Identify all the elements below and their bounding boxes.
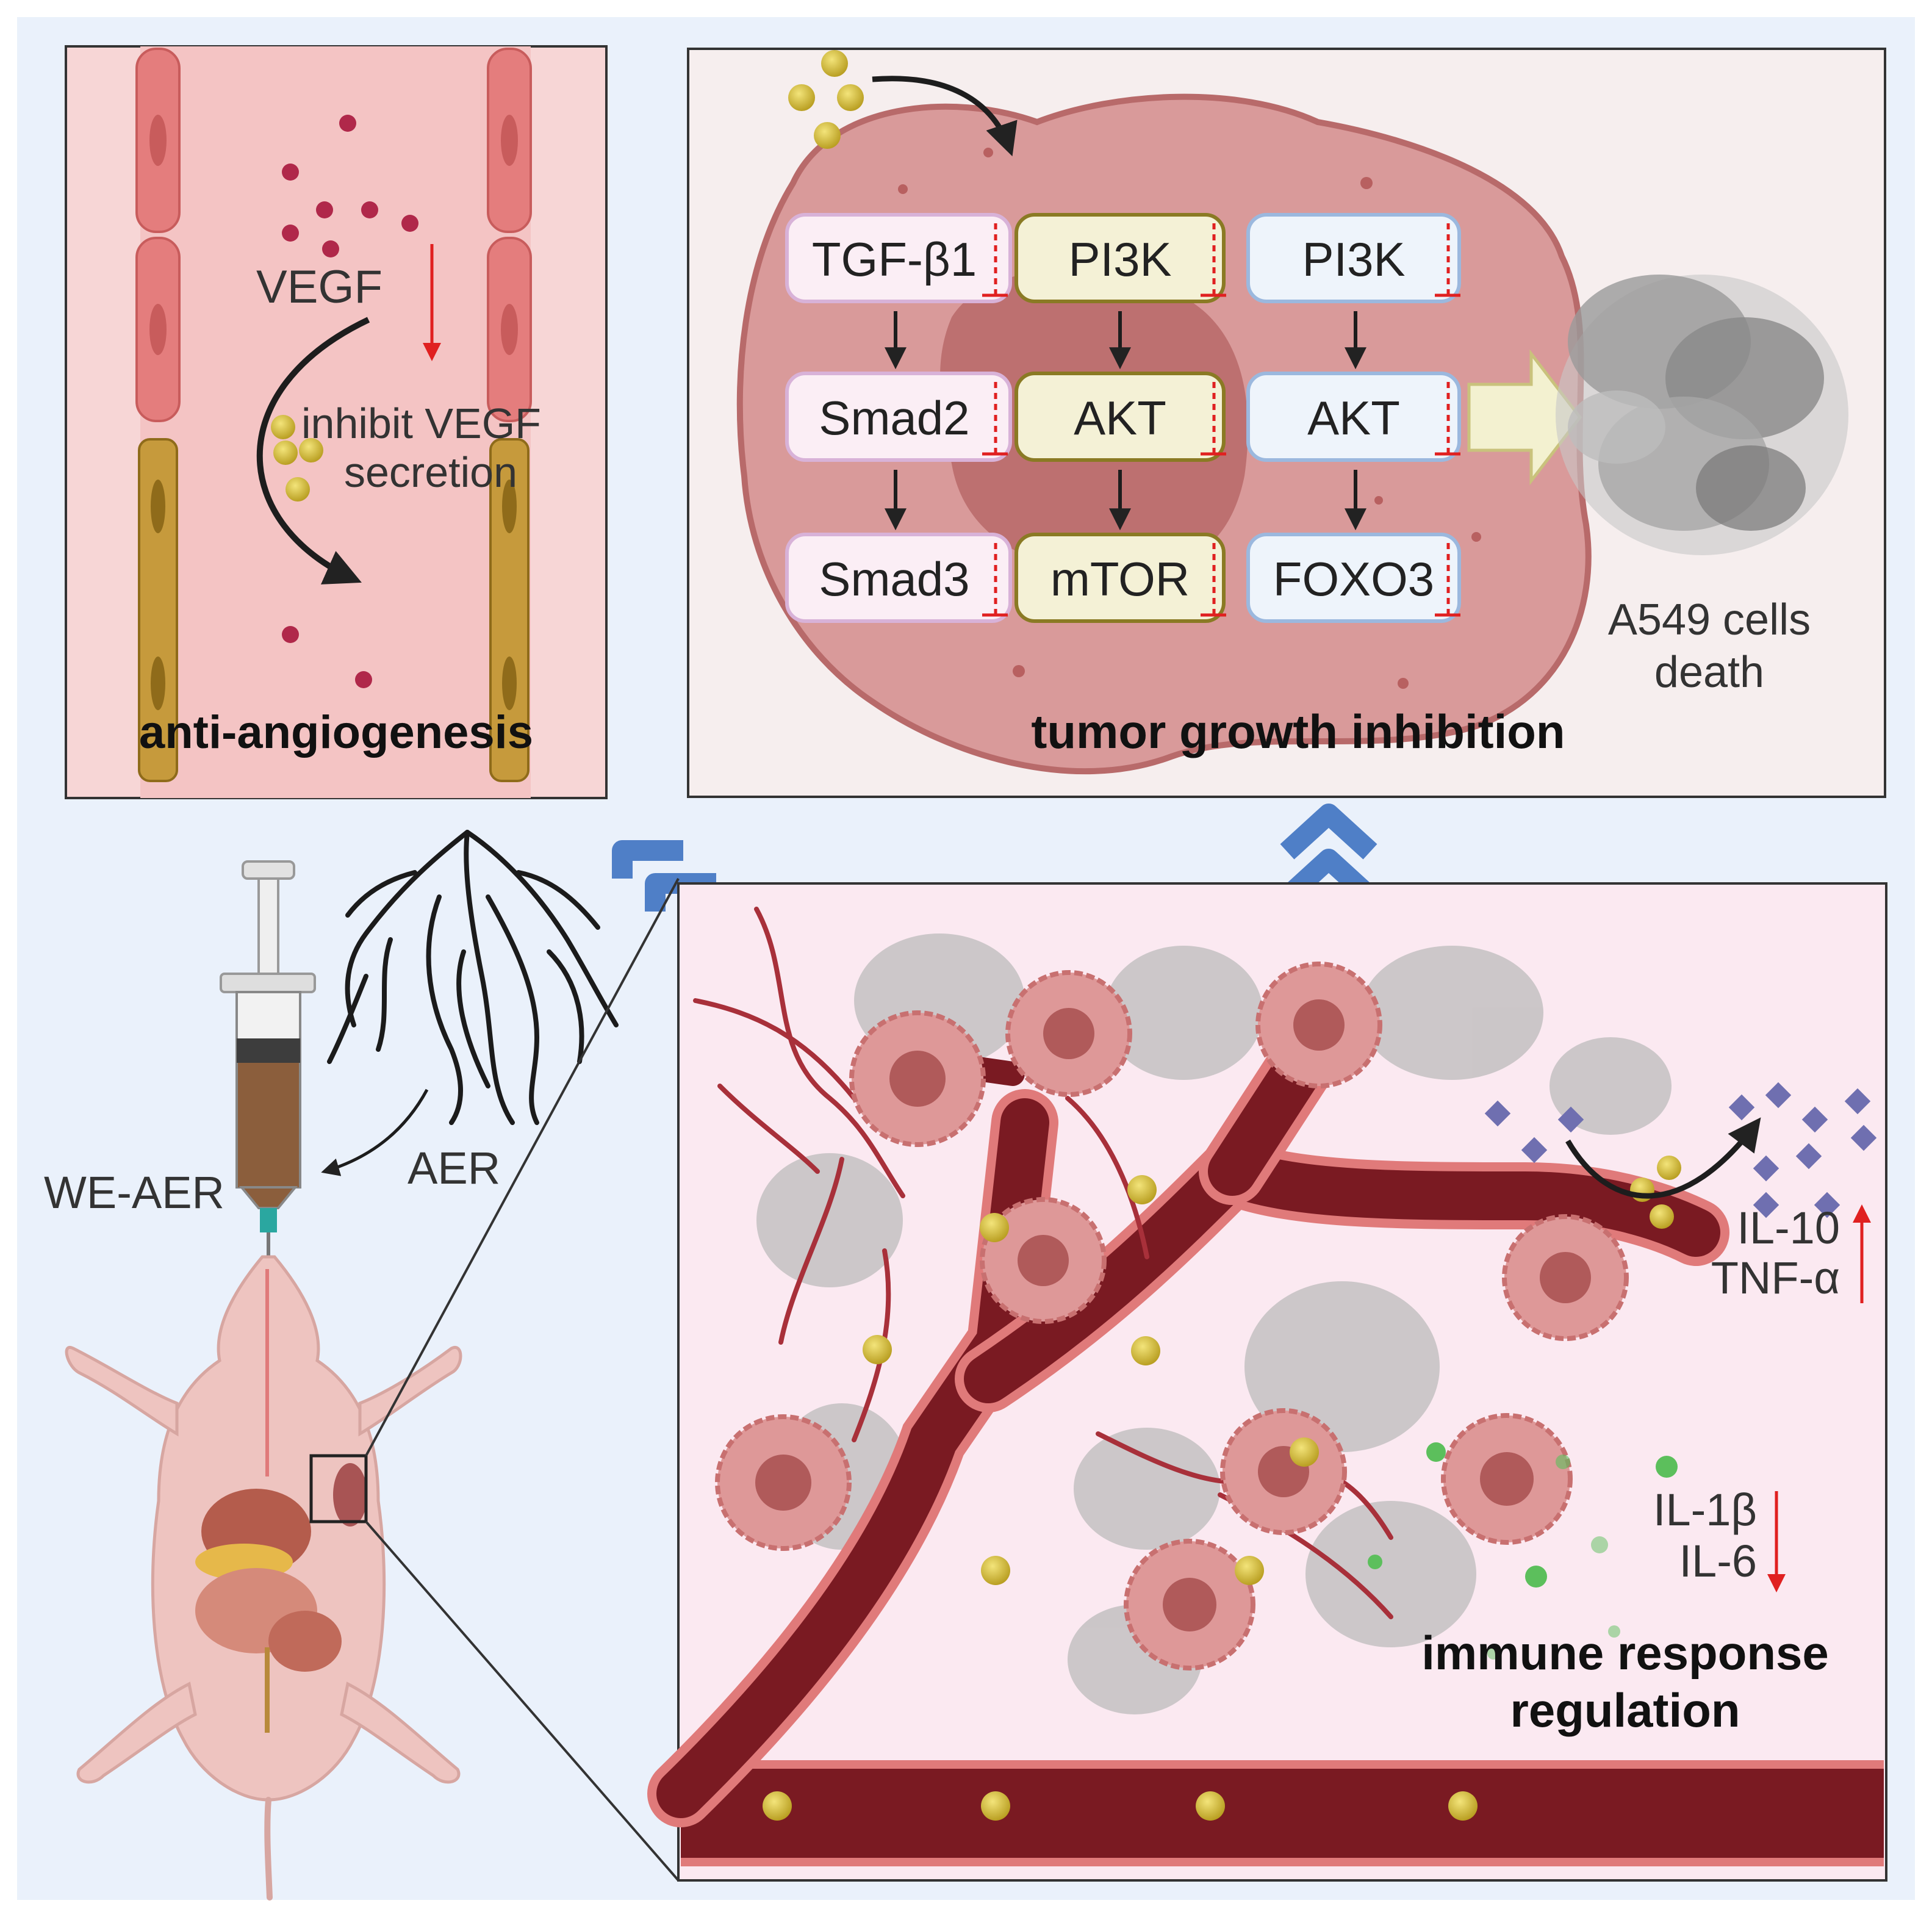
pathway-pi3k-foxo3: PI3K AKT FOXO3 bbox=[1246, 213, 1461, 623]
pathway-node: AKT bbox=[1074, 391, 1166, 445]
endothelial-cells-right bbox=[487, 48, 532, 782]
pathway-node: AKT bbox=[1307, 391, 1400, 445]
syringe-icon bbox=[220, 860, 316, 1257]
green-particles bbox=[1368, 1442, 1678, 1660]
pathway-node: TGF-β1 bbox=[812, 232, 977, 286]
root-to-syringe-arrow bbox=[321, 1088, 429, 1176]
tumor-growth-title: tumor growth inhibition bbox=[1031, 705, 1565, 758]
immune-title-line2: regulation bbox=[1510, 1683, 1740, 1737]
tumor-cell-icon bbox=[715, 962, 1629, 1671]
pathway-node: Smad3 bbox=[819, 552, 969, 606]
pathway-tgf-smad: TGF-β1 Smad2 Smad3 bbox=[785, 213, 1012, 623]
aer-label: AER bbox=[408, 1143, 500, 1193]
il-10-label: IL-10 bbox=[1737, 1203, 1840, 1253]
anti-angiogenesis-title: anti-angiogenesis bbox=[139, 707, 533, 758]
anti-angiogenesis-panel: VEGF inhibit VEGF secretion anti-angioge… bbox=[65, 45, 608, 799]
inhibit-vegf-text: inhibit VEGF bbox=[301, 400, 541, 447]
nanoparticle-icon bbox=[788, 50, 864, 149]
endothelial-cells-left bbox=[135, 48, 181, 782]
zoom-line-top bbox=[365, 878, 680, 1456]
immune-panel: IL-10 TNF-α IL-1β IL-6 immune response r… bbox=[647, 882, 1887, 1882]
pathway-node: Smad2 bbox=[819, 391, 969, 445]
a549-death-line1: A549 cells bbox=[1608, 595, 1811, 644]
mouse-icon bbox=[65, 1255, 462, 1901]
curved-arrow bbox=[256, 317, 370, 584]
vegf-label: VEGF bbox=[256, 261, 382, 313]
vegf-particles bbox=[282, 115, 418, 688]
inhibition-markers bbox=[982, 223, 1460, 617]
tumor-growth-panel: TGF-β1 Smad2 Smad3 PI3K AKT mTOR PI3K AK… bbox=[687, 48, 1886, 798]
pathway-node: PI3K bbox=[1302, 232, 1405, 286]
tnf-alpha-label: TNF-α bbox=[1711, 1253, 1840, 1303]
a549-death-line2: death bbox=[1654, 648, 1764, 697]
cytoplasm-dots bbox=[868, 148, 1481, 689]
il-1beta-label: IL-1β bbox=[1653, 1484, 1757, 1535]
we-aer-label: WE-AER bbox=[44, 1167, 224, 1218]
cytokine-arrow bbox=[1565, 1117, 1761, 1199]
pathway-pi3k-mtor: PI3K AKT mTOR bbox=[1014, 213, 1226, 623]
nanoparticle-icon bbox=[763, 1156, 1681, 1821]
zoom-line-bottom bbox=[365, 1520, 680, 1882]
root-icon bbox=[327, 830, 619, 1125]
pathway-node: PI3K bbox=[1068, 232, 1171, 286]
cytokine-icon bbox=[1484, 1082, 1877, 1218]
il-6-label: IL-6 bbox=[1679, 1536, 1757, 1586]
block-arrow bbox=[1467, 349, 1582, 486]
pathway-node: FOXO3 bbox=[1273, 552, 1434, 606]
nanoparticle-icon bbox=[271, 415, 323, 502]
immune-title-line1: immune response bbox=[1421, 1626, 1829, 1680]
secretion-text: secretion bbox=[344, 448, 517, 496]
pathway-node: mTOR bbox=[1050, 552, 1190, 606]
dead-cell-cluster bbox=[1556, 275, 1848, 555]
entry-arrow bbox=[872, 76, 1018, 157]
